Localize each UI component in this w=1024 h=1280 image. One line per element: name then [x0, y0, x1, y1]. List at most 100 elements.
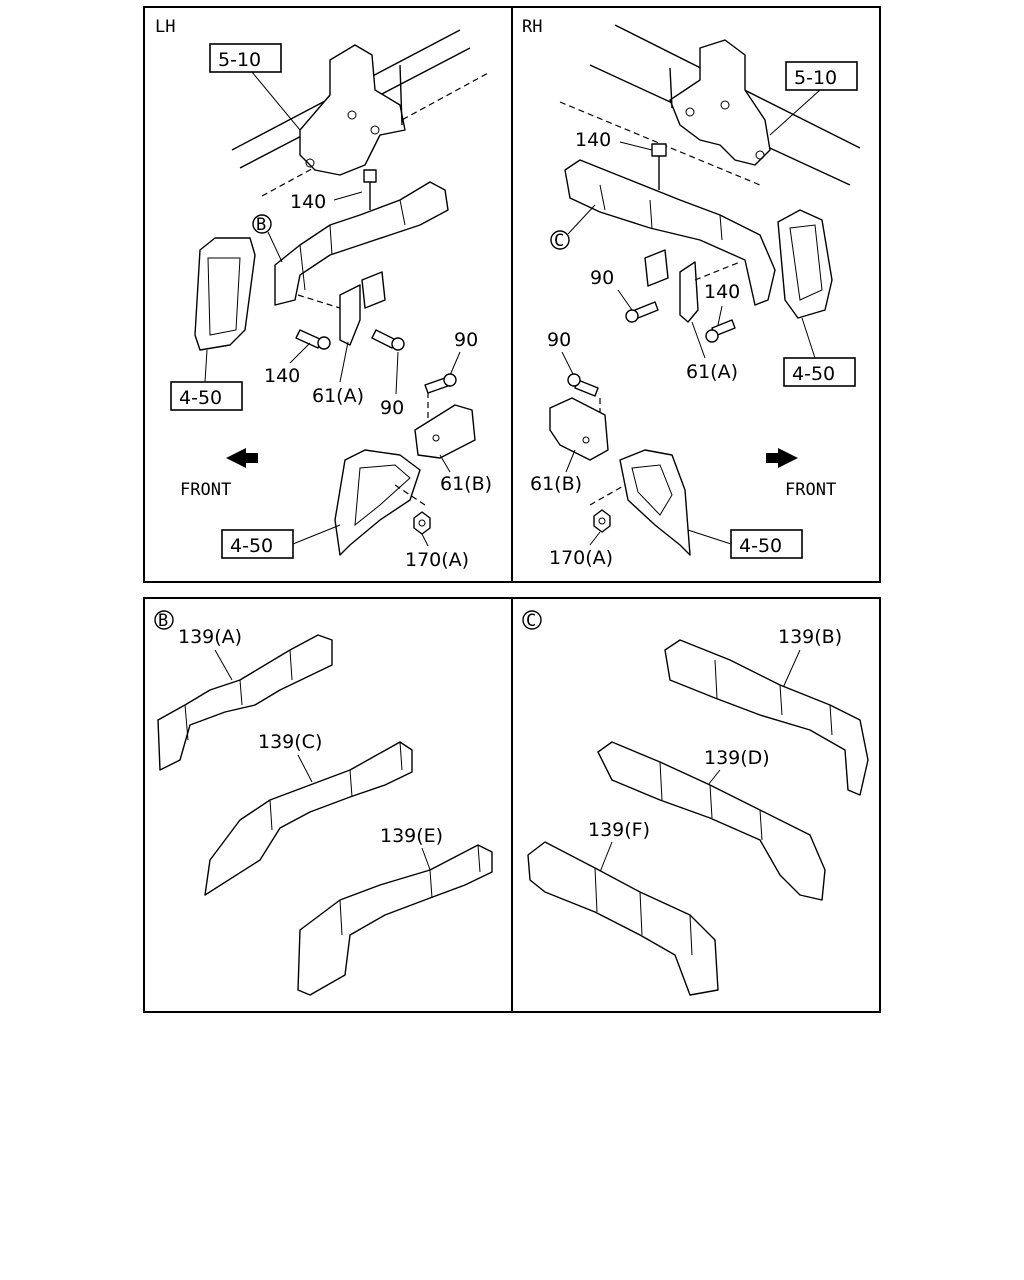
lh-ref-4-50-bottom-box	[221, 529, 294, 559]
rh-mount-hole-2	[720, 100, 730, 110]
c-guard-139f-ribs	[594, 867, 693, 956]
rh-callout-c-leader	[567, 204, 596, 235]
b-panel: B 139(A) 139(C) 139(E)	[154, 610, 493, 996]
c-guard-139d-ribs	[659, 761, 763, 841]
c-leader-139b	[781, 649, 801, 691]
rh-bracket-61a	[679, 261, 699, 323]
b-guard-139c-ribs	[269, 741, 403, 831]
rh-mount-hole-3	[755, 150, 765, 160]
c-panel-callout-circle	[522, 610, 542, 630]
rh-leader-61b	[565, 449, 576, 473]
rh-leader-170a	[589, 531, 601, 546]
lh-mudflap-upper-inner	[207, 257, 241, 336]
lh-callout-b: B	[256, 215, 266, 235]
lh-leader-170a	[421, 533, 429, 547]
rh-upper-mount	[669, 39, 771, 166]
lh-bolt-90-lower-head	[391, 337, 405, 351]
rh-nut-170a-hole	[598, 517, 606, 525]
lh-leader-140-bottom	[289, 342, 311, 364]
rh-ref-5-10-leader	[769, 89, 821, 136]
lh-label-61b: 61(B)	[440, 473, 492, 495]
c-panel: C 139(B) 139(D) 139(F)	[522, 610, 869, 996]
lh-ref-4-50-bottom: 4-50	[230, 535, 273, 557]
lh-front-label: FRONT	[180, 480, 231, 500]
b-panel-title: B	[158, 611, 168, 631]
lh-panel-title: LH	[155, 17, 175, 37]
lh-bolt-90-lower	[371, 329, 397, 349]
rh-guard-cover	[564, 159, 776, 306]
c-label-139d: 139(D)	[704, 747, 770, 769]
lh-label-140-bottom: 140	[264, 365, 300, 387]
lh-panel: LH 5-10 140 B 1	[155, 17, 492, 571]
lh-ref-4-50-bottom-leader	[292, 524, 341, 545]
rh-mount-stud	[669, 67, 673, 109]
lh-dash-170a	[394, 484, 426, 506]
lh-ref-5-10: 5-10	[218, 49, 261, 71]
lh-ref-4-50-top: 4-50	[179, 387, 222, 409]
rh-label-140-top: 140	[575, 129, 611, 151]
lh-leader-61b	[439, 454, 451, 473]
lh-mudflap-lower-inner	[354, 464, 411, 527]
lh-label-170a: 170(A)	[405, 549, 469, 571]
rh-ref-5-10-box	[785, 61, 858, 91]
c-guard-139b-ribs	[714, 659, 833, 736]
rh-ref-4-50-bottom: 4-50	[739, 535, 782, 557]
lh-ref-5-10-leader	[251, 71, 301, 131]
b-guard-139a-ribs	[184, 649, 293, 741]
rh-frame-rail-dash	[559, 101, 761, 186]
b-label-139c: 139(C)	[258, 731, 322, 753]
rh-dash-170a	[589, 484, 626, 506]
rh-guard-ribs	[599, 184, 723, 241]
lh-upper-mount	[299, 44, 406, 176]
b-guard-139c	[204, 741, 413, 896]
lh-ref-5-10-box	[209, 43, 282, 73]
lh-dash-61a	[297, 294, 341, 309]
lh-bracket-61b-hole	[432, 434, 440, 442]
lh-bracket-61b	[414, 404, 476, 459]
lh-label-140-top: 140	[290, 191, 326, 213]
lh-guard-ribs	[299, 199, 406, 291]
b-panel-callout-circle	[154, 610, 174, 630]
rh-label-61a: 61(A)	[686, 361, 738, 383]
c-guard-139d	[597, 741, 826, 901]
c-label-139f: 139(F)	[588, 819, 650, 841]
rh-spacer-block	[644, 249, 669, 287]
lh-guard-cover	[274, 181, 449, 306]
lh-bolt-140-lower-head	[317, 336, 331, 350]
lh-leader-140-top	[333, 191, 363, 201]
rh-panel-title: RH	[522, 17, 542, 37]
lh-label-90-top: 90	[454, 329, 478, 351]
lh-bolt-140-lower	[295, 329, 323, 349]
lh-ref-4-50-top-leader	[204, 349, 208, 383]
rh-ref-4-50-top-box	[783, 357, 856, 387]
b-label-139e: 139(E)	[380, 825, 443, 847]
lh-mount-hole-3	[370, 125, 380, 135]
rh-ref-4-50-bottom-leader	[687, 529, 732, 545]
rh-label-90-bottom: 90	[547, 329, 571, 351]
lh-front-arrow-icon	[226, 448, 258, 468]
lh-label-61a: 61(A)	[312, 385, 364, 407]
lh-ref-4-50-top-box	[170, 381, 243, 411]
rh-label-90-top: 90	[590, 267, 614, 289]
rh-leader-90-top	[617, 289, 633, 311]
lh-frame-rail-dash	[261, 71, 491, 197]
b-leader-139a	[214, 649, 233, 681]
rh-mudflap-upper-inner	[789, 224, 823, 301]
rh-label-61b: 61(B)	[530, 473, 582, 495]
lh-callout-b-circle	[252, 214, 272, 234]
lh-nut-170a	[413, 511, 431, 535]
c-label-139b: 139(B)	[778, 626, 842, 648]
lh-callout-b-leader	[267, 231, 283, 263]
rh-callout-c-circle	[550, 230, 570, 250]
rh-mount-hole-1	[685, 107, 695, 117]
rh-callout-c: C	[554, 231, 564, 251]
b-label-139a: 139(A)	[178, 626, 242, 648]
rh-ref-5-10: 5-10	[794, 67, 837, 89]
c-panel-title: C	[526, 611, 536, 631]
lh-spacer-block	[361, 271, 386, 309]
c-guard-139f	[527, 841, 719, 996]
c-leader-139f	[599, 841, 613, 873]
rh-bolt-90-bottom-head	[567, 373, 581, 387]
c-guard-139b	[664, 639, 869, 796]
